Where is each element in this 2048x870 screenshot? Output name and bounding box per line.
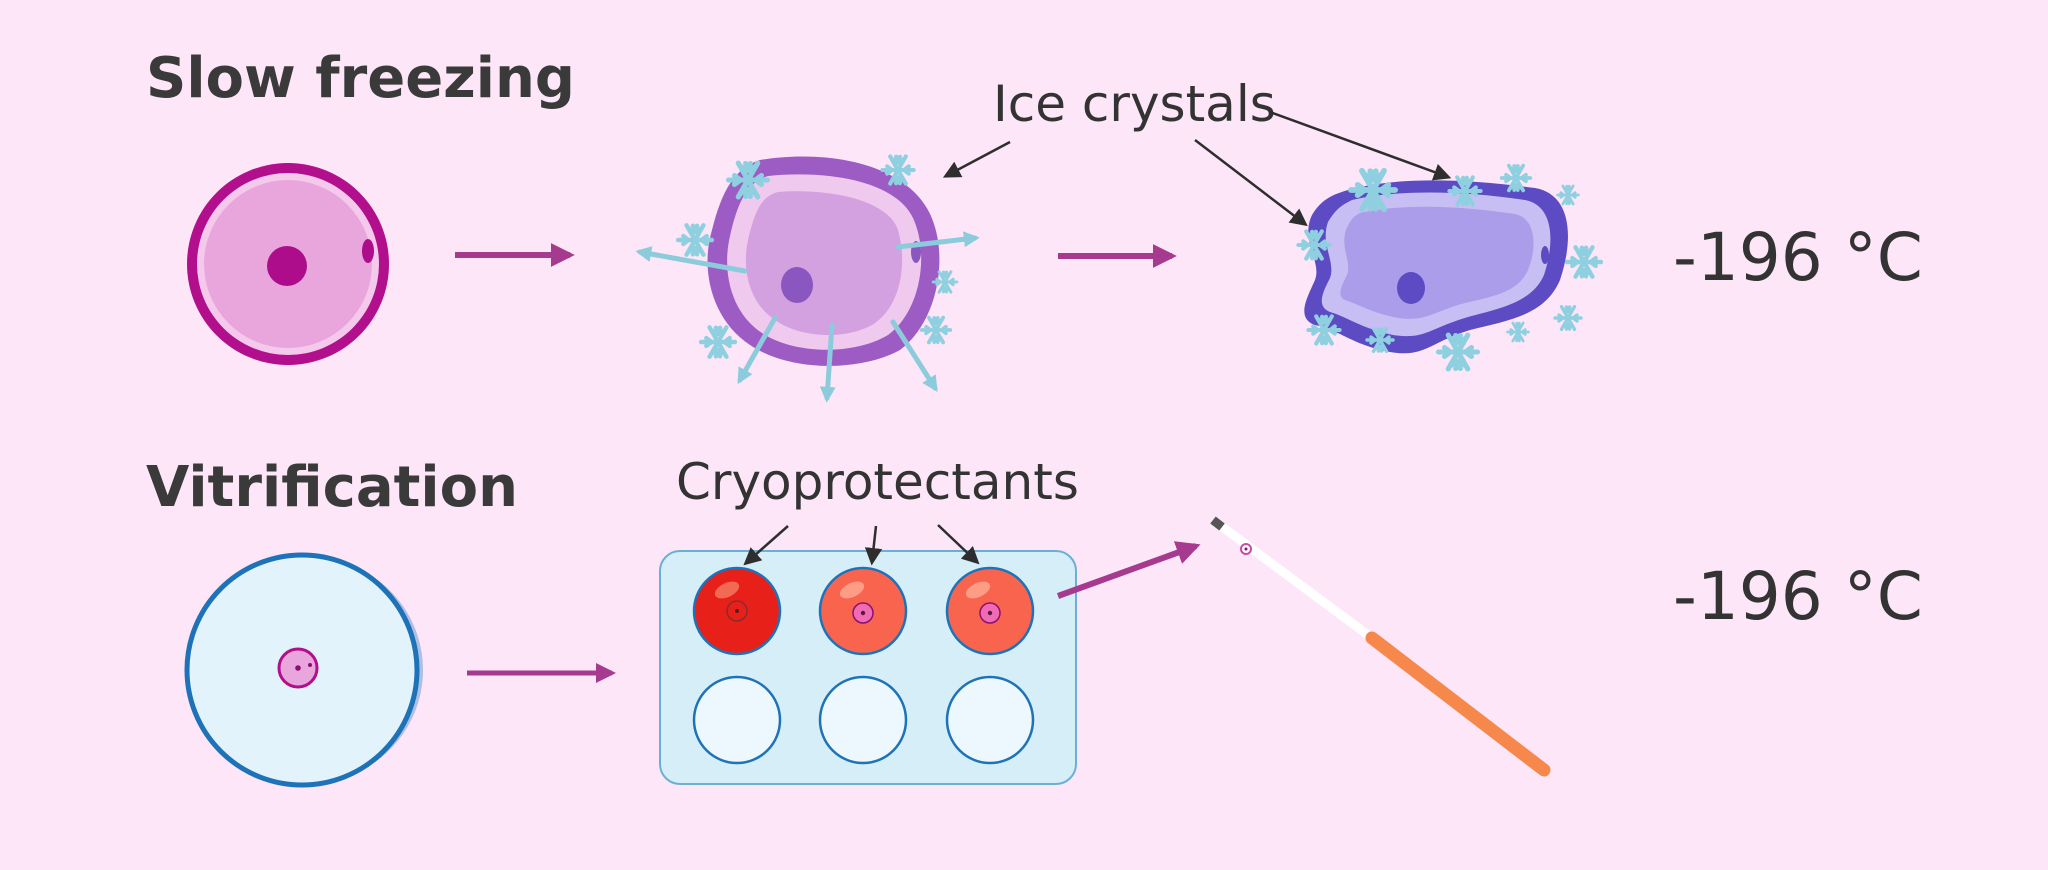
- slow-freezing-temperature: -196 °C: [1673, 219, 1923, 296]
- well-orange: [945, 566, 1035, 656]
- slow-freezing-title: Slow freezing: [146, 46, 575, 111]
- fresh-oocyte: [187, 163, 389, 365]
- cryoprotectants-pointers: [743, 524, 980, 566]
- snowflake-icon: [1556, 184, 1580, 206]
- snowflake-icon: [701, 327, 735, 356]
- vitrification-title: Vitrification: [146, 455, 518, 520]
- ice-crystals-pointers: [942, 110, 1452, 227]
- well-red: [692, 566, 782, 656]
- snowflake-icon: [919, 315, 953, 345]
- well-empty: [945, 675, 1035, 765]
- snowflake-icon: [1439, 335, 1478, 369]
- frozen-oocyte: [1304, 180, 1568, 354]
- ice-crystals-label: Ice crystals: [993, 75, 1276, 133]
- well-orange: [818, 566, 908, 656]
- well-empty: [692, 675, 782, 765]
- snowflake-icon: [1506, 321, 1530, 343]
- water-outflow-arrows: [635, 231, 980, 403]
- snowflake-icon: [1553, 305, 1583, 331]
- straw-icon: [1210, 516, 1551, 777]
- arrow-right-icon: [1056, 541, 1201, 599]
- vitrification-temperature: -196 °C: [1673, 558, 1923, 635]
- dehydrating-oocyte: [707, 156, 940, 366]
- snowflake-icon: [1567, 247, 1601, 276]
- well-empty: [818, 675, 908, 765]
- cryoprotectants-label: Cryoprotectants: [676, 453, 1079, 511]
- oocyte-culture-dish: [184, 552, 424, 788]
- well-plate: [659, 550, 1077, 785]
- snowflake-icon: [678, 225, 712, 254]
